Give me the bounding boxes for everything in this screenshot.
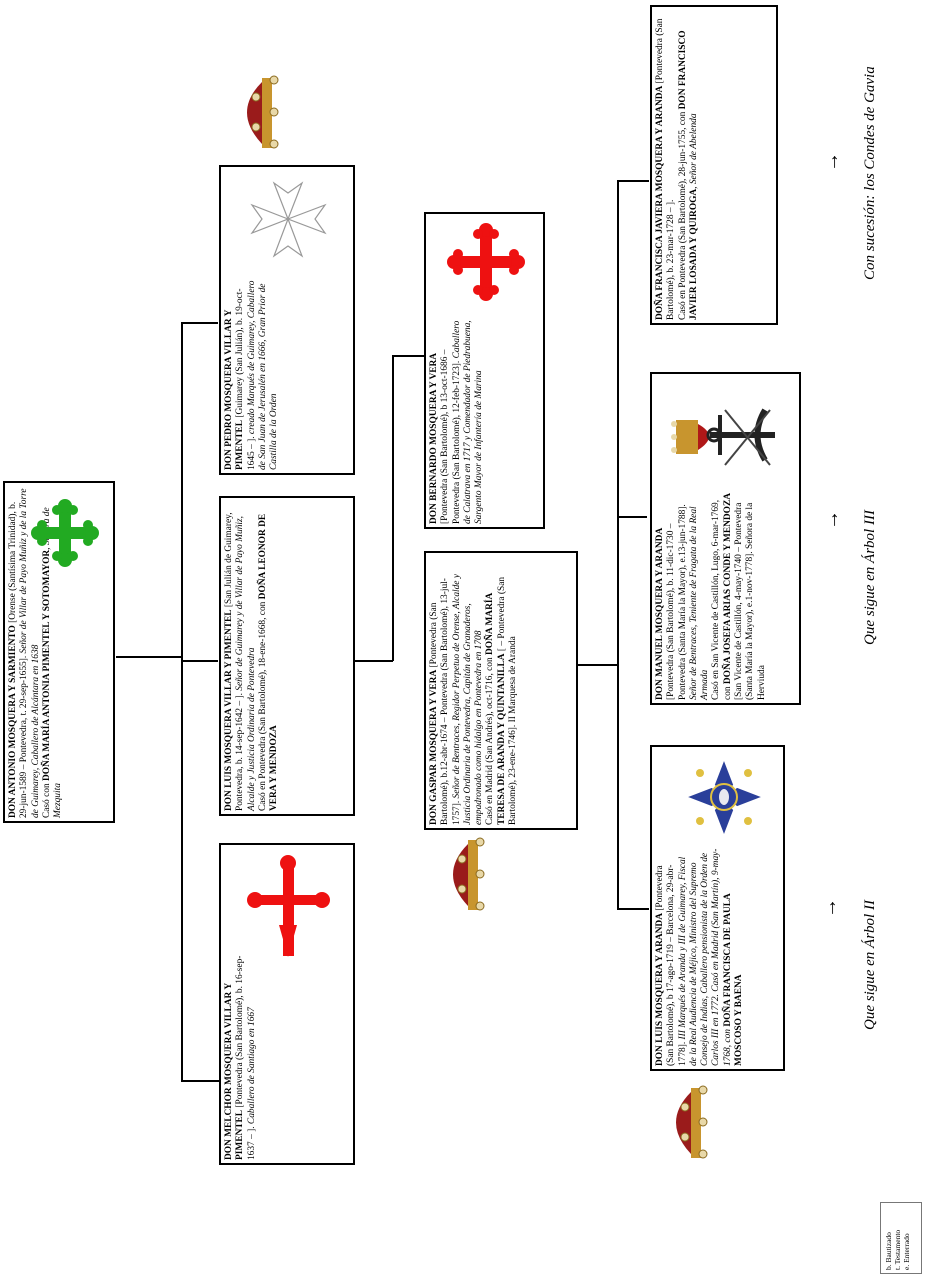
legend: b. Bautizado t. Testamento e. Enterrado [880,1202,922,1274]
person-box-manuel: DON MANUEL MOSQUERA Y ARANDA [Pontevedra… [650,372,801,705]
person-name: DON ANTONIO MOSQUERA Y SARMIENTO [8,625,18,818]
maltese-cross-icon [250,181,327,258]
connector [181,322,218,324]
connector [355,660,393,662]
legend-item: e. Enterrado [902,1233,911,1270]
connector [617,180,619,910]
person-box-francisca: DOÑA FRANCISCA JAVIERA MOSQUERA Y ARANDA… [650,5,778,325]
person-box-pedro: DON PEDRO MOSQUERA VILLAR Y PIMENTEL [Gu… [219,165,355,475]
connector [617,516,647,518]
note-arbol-ii: Que sigue en Árbol II [862,900,878,1030]
carlos-iii-cross-icon [683,756,766,839]
connector [116,656,182,658]
person-box-bernardo: DON BERNARDO MOSQUERA Y VERA [Pontevedra… [424,212,545,529]
note-arbol-iii: Que sigue en Árbol III [862,510,878,645]
connector [617,180,649,182]
person-box-melchor: DON MELCHOR MOSQUERA VILLAR Y PIMENTEL [… [219,843,355,1165]
connector [617,908,649,910]
continuation-arrow: → [821,152,843,172]
note-condes-gavia: Con sucesión: los Condes de Gavia [862,66,878,280]
connector [181,660,218,662]
person-box-gaspar: DON GASPAR MOSQUERA Y VERA [Pontevedra (… [424,551,578,830]
legend-item: t. Testamento [893,1229,902,1270]
connector [392,355,394,661]
connector [392,355,424,357]
crown-icon [247,75,279,149]
crown-icon [676,1085,708,1159]
continuation-arrow: → [819,898,841,918]
person-box-luis2: DON LUIS MOSQUERA Y ARANDA [Pontevedra (… [650,745,785,1071]
connector [181,1080,221,1082]
person-box-luis1: DON LUIS MOSQUERA VILLAR Y PIMENTEL [San… [219,496,355,816]
santiago-cross-icon [247,855,330,957]
legend-item: b. Bautizado [884,1232,893,1270]
alcantara-cross-icon [31,499,99,567]
connector [578,664,618,666]
connector [181,322,183,1082]
continuation-arrow: → [821,510,843,530]
person-box-antonio: DON ANTONIO MOSQUERA Y SARMIENTO [Orense… [3,481,115,823]
crown-icon [453,837,485,911]
calatrava-cross-icon [447,223,525,301]
navy-anchor-crown-icon [671,408,775,466]
